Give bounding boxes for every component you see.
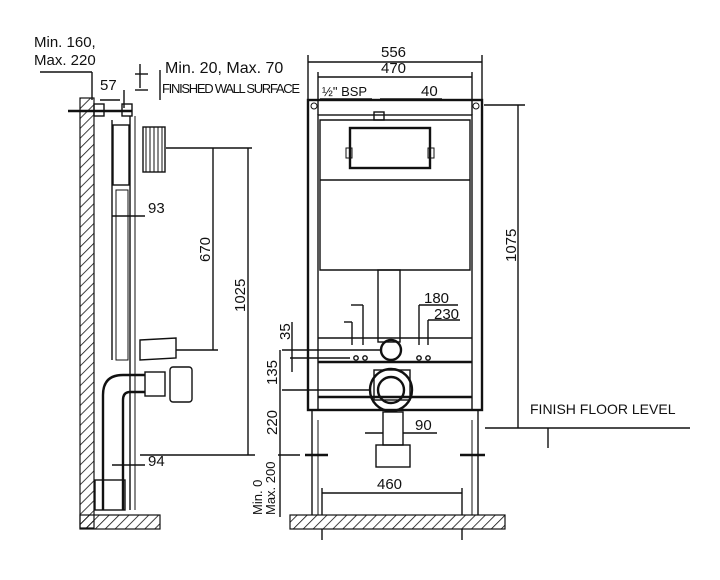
flush-opening <box>348 126 432 170</box>
anchor-bracket <box>93 103 105 117</box>
finish-floor-level-label: FINISH FLOOR LEVEL <box>530 401 676 417</box>
drain-bend <box>101 373 145 510</box>
anchor-head <box>121 103 133 117</box>
floor-hatch-front <box>289 514 506 530</box>
frame-outer <box>306 98 484 412</box>
finished-wall-range-label: Min. 20, Max. 70 <box>165 60 283 77</box>
height-670-label: 670 <box>197 237 214 262</box>
finished-wall-surface-label: FINISHED WALL SURFACE <box>162 81 300 96</box>
wall-hatch <box>79 97 95 529</box>
dim-230-label: 230 <box>434 306 459 323</box>
floor-hatch-side <box>79 514 161 530</box>
flush-pipe <box>377 269 401 343</box>
leg-range-label-1: Min. 0 <box>250 480 265 515</box>
water-inlet <box>373 111 385 121</box>
side-view: Min. 160, Max. 220 57 Min. 20, Max. 70 F… <box>34 34 300 530</box>
flush-plate-ribs <box>145 127 163 172</box>
frame-offset-label: 57 <box>100 77 117 94</box>
flush-outlet <box>139 337 177 361</box>
bsp-label: ½" BSP <box>322 84 367 99</box>
dim-180-label: 180 <box>424 290 449 307</box>
frame-inner <box>317 114 473 411</box>
height-1025-label: 1025 <box>232 279 249 312</box>
wall-depth-label-2: Max. 220 <box>34 52 96 69</box>
offset-40-label: 40 <box>421 83 438 100</box>
foot-spacing-label: 460 <box>377 476 402 493</box>
dim-135-label: 135 <box>264 360 281 385</box>
dim-35-label: 35 <box>277 323 294 340</box>
wall-depth-label-1: Min. 160, <box>34 34 96 51</box>
overall-height-label: 1075 <box>503 229 520 262</box>
front-view: 556 470 ½" BSP 40 1075 180 230 35 135 22… <box>250 44 690 540</box>
drain-pipe-front <box>382 411 404 446</box>
cistern-body <box>115 189 129 361</box>
drain-connector <box>144 371 166 397</box>
drain-outlet-front <box>368 367 414 413</box>
drain-outlet <box>169 366 193 403</box>
dim-90-label: 90 <box>415 417 432 434</box>
dim-220-label: 220 <box>264 410 281 435</box>
inner-width-label: 470 <box>381 60 406 77</box>
leg-range-label-2: Max. 200 <box>263 462 278 515</box>
depth-94-label: 94 <box>148 453 165 470</box>
flush-outlet-front <box>379 338 403 362</box>
cistern <box>319 119 471 271</box>
cistern-top <box>112 124 130 186</box>
overall-width-label: 556 <box>381 44 406 61</box>
depth-93-label: 93 <box>148 200 165 217</box>
foot-side <box>94 479 126 511</box>
